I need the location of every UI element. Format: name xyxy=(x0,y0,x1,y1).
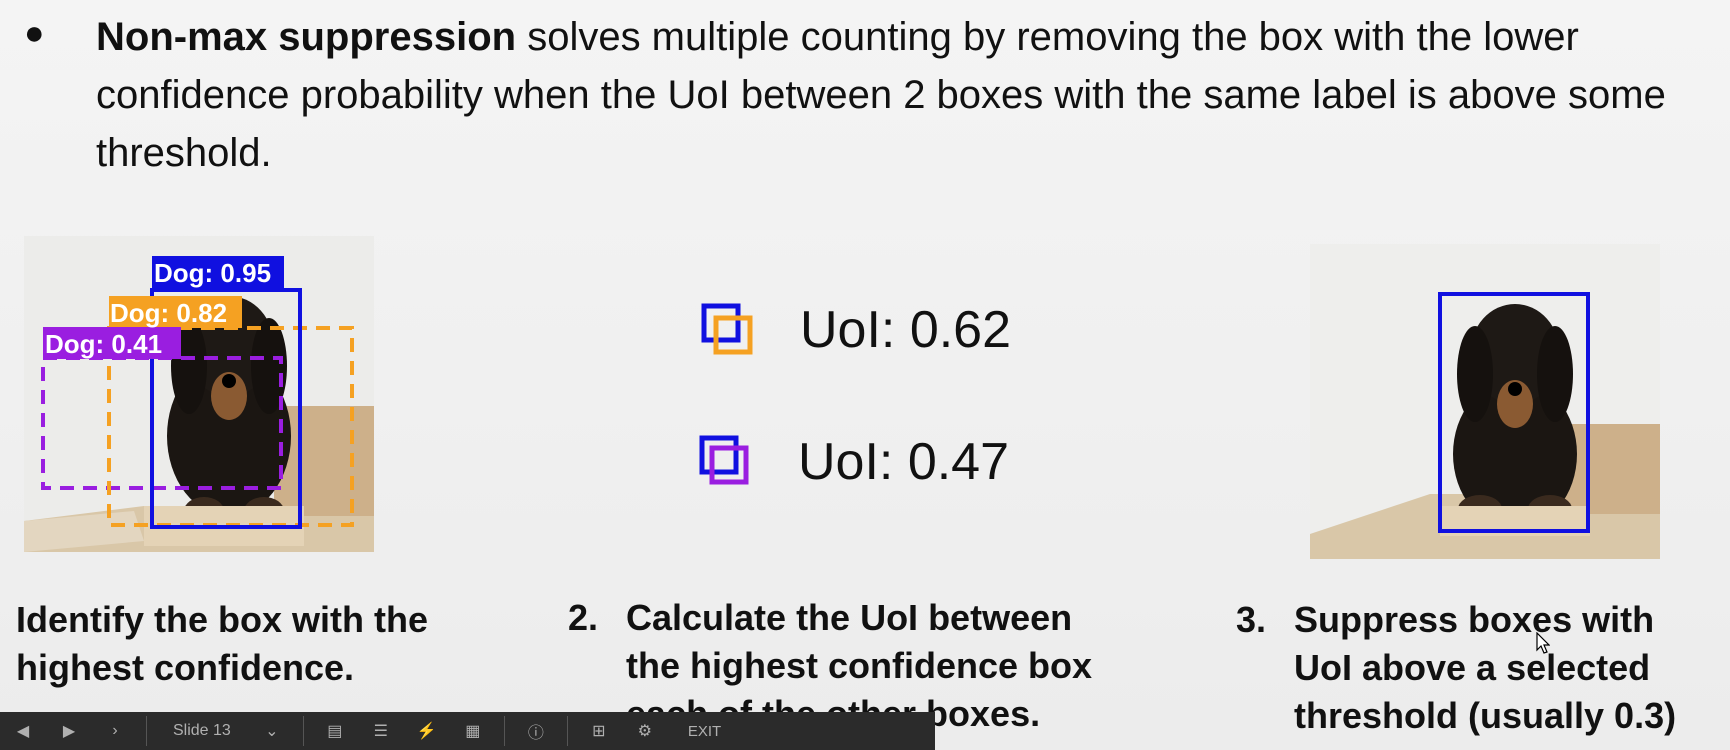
step-1-line-1: Identify the box with the xyxy=(16,599,428,640)
uoi-row-2: UoI: 0.47 xyxy=(698,432,1009,492)
exit-button[interactable]: EXIT xyxy=(687,722,722,740)
label-dog-082: Dog: 0.82 xyxy=(110,298,228,328)
pen-icon[interactable]: ⚡ xyxy=(416,723,437,740)
play-icon[interactable]: ▶ xyxy=(62,723,76,740)
captions-icon[interactable]: ▦ xyxy=(465,723,481,740)
slide-indicator[interactable]: Slide 13 xyxy=(173,722,231,739)
uoi-value-2: UoI: 0.47 xyxy=(798,433,1010,491)
step-3-line-1: Suppress boxes with xyxy=(1294,599,1655,640)
bullet-bold-term: Non-max suppression xyxy=(96,15,517,59)
overlap-boxes-icon xyxy=(701,303,753,355)
next-arrow-icon[interactable]: › xyxy=(112,722,118,739)
dog-image-final-box xyxy=(1310,244,1660,559)
dog-image-multiple-boxes: Dog: 0.95 Dog: 0.82 Dog: 0.41 xyxy=(24,236,374,552)
presenter-toolbar: ◀ ▶ › Slide 13 ⌄ ▤ ☰ ⚡ ▦ ⓘ ⊞ ⚙ EXIT xyxy=(0,712,935,750)
toolbar-divider xyxy=(146,716,147,746)
bullet-dot: ● xyxy=(24,14,45,52)
label-dog-095: Dog: 0.95 xyxy=(154,258,272,288)
label-dog-041: Dog: 0.41 xyxy=(45,329,163,359)
step-2-line-1: Calculate the UoI between xyxy=(626,597,1073,638)
toolbar-divider xyxy=(503,716,505,746)
list-icon[interactable]: ☰ xyxy=(373,723,388,740)
uoi-value-1: UoI: 0.62 xyxy=(800,301,1012,359)
step-2-line-2: the highest confidence box xyxy=(626,645,1093,686)
step-2-number: 2. xyxy=(568,597,599,638)
notes-icon[interactable]: ▤ xyxy=(327,723,343,740)
step-1-caption: Identify the box with the highest confid… xyxy=(16,596,428,692)
overlap-boxes-icon xyxy=(699,435,749,485)
mouse-cursor-icon xyxy=(1536,632,1550,654)
uoi-row-1: UoI: 0.62 xyxy=(700,300,1011,360)
step-1-line-2: highest confidence. xyxy=(16,647,355,688)
info-icon[interactable]: ⓘ xyxy=(527,725,544,742)
step-3-line-3: threshold (usually 0.3) xyxy=(1294,695,1677,736)
previous-arrow-icon[interactable]: ◀ xyxy=(16,723,30,740)
chevron-down-icon[interactable]: ⌄ xyxy=(265,723,279,740)
gear-icon[interactable]: ⚙ xyxy=(637,723,652,740)
grid-icon[interactable]: ⊞ xyxy=(592,723,606,740)
step-3-caption: 3. Suppress boxes with UoI above a selec… xyxy=(1236,596,1676,740)
toolbar-divider xyxy=(566,716,568,746)
bullet-body: solves multiple counting by removing the… xyxy=(96,15,1666,175)
step-2-caption: 2. Calculate the UoI between the highest… xyxy=(568,594,1092,738)
bullet-paragraph: Non-max suppression solves multiple coun… xyxy=(96,8,1716,182)
step-3-line-2: UoI above a selected xyxy=(1294,647,1651,688)
step-3-number: 3. xyxy=(1236,599,1267,640)
toolbar-divider xyxy=(302,716,304,746)
